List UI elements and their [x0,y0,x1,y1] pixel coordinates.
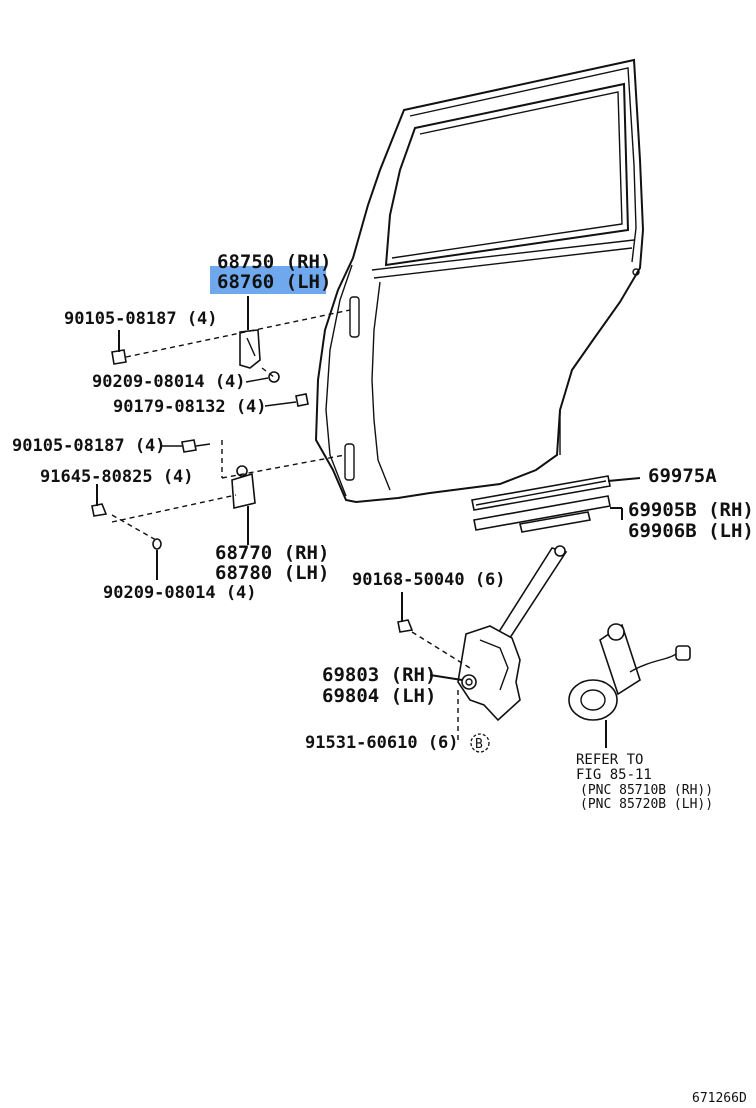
refer-line-1: REFER TO [576,752,643,768]
fastener-90179 [264,393,309,407]
label-90179-08132[interactable]: 90179-08132 (4) [113,397,267,417]
fastener-bolt-lower [160,439,211,453]
label-90168-50040[interactable]: 90168-50040 (6) [352,570,506,590]
regulator-motor [568,623,691,748]
label-68750-rh[interactable]: 68750 (RH) [217,251,331,273]
label-90105-08187-lower[interactable]: 90105-08187 (4) [12,436,166,456]
belt-weatherstrips [471,475,641,533]
label-68760-lh[interactable]: 68760 (LH) [217,271,331,293]
label-90209-08014-upper[interactable]: 90209-08014 (4) [92,372,246,392]
label-91531-60610[interactable]: 91531-60610 (6) [305,733,459,753]
label-90105-08187-upper[interactable]: 90105-08187 (4) [64,309,218,329]
label-91645-80825[interactable]: 91645-80825 (4) [40,467,194,487]
fastener-nut-upper [245,367,280,383]
fastener-91645 [91,484,108,517]
window-regulator [429,545,568,722]
label-68780-lh[interactable]: 68780 (LH) [215,562,329,584]
refer-line-3: (PNC 85710B (RH)) [580,783,713,798]
label-69975a[interactable]: 69975A [648,465,717,487]
label-69803-rh[interactable]: 69803 (RH) [322,664,436,686]
label-90209-08014-lower[interactable]: 90209-08014 (4) [103,583,257,603]
refer-line-2[interactable]: FIG 85-11 [576,767,652,783]
fastener-nut-lower [152,538,162,580]
rear-door-panel [314,58,645,504]
highlight-68760 [210,266,326,294]
lower-hinge [231,465,256,545]
label-68770-rh[interactable]: 68770 (RH) [215,542,329,564]
upper-hinge [239,296,261,369]
ref-circle-b [470,733,490,753]
ref-circle-letter: B [475,737,483,752]
figure-id: 671266D [692,1091,747,1106]
fastener-90168 [397,592,414,633]
label-69906b-lh[interactable]: 69906B (LH) [628,520,754,542]
refer-line-4: (PNC 85720B (LH)) [580,797,713,812]
label-69905b-rh[interactable]: 69905B (RH) [628,499,754,521]
fastener-bolt-upper [111,330,127,365]
label-69804-lh[interactable]: 69804 (LH) [322,685,436,707]
